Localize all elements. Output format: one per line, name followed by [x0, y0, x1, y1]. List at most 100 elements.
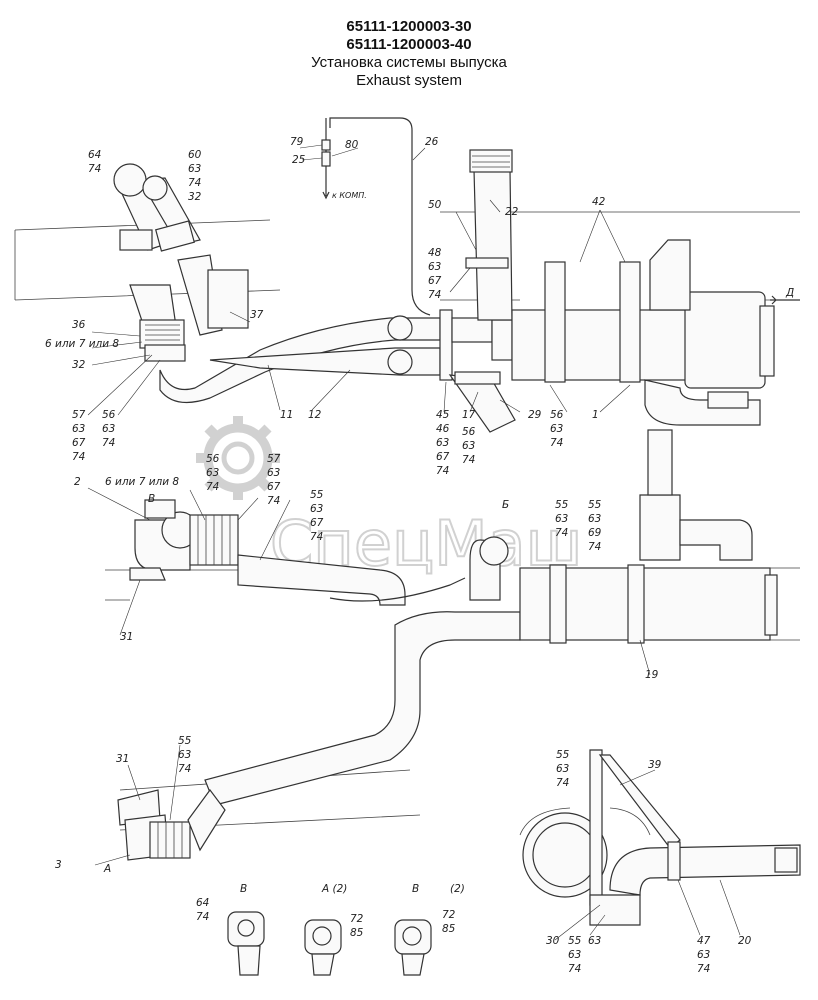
detail-label-v2-count: (2) [450, 883, 465, 895]
callout-56: 56 [550, 409, 564, 421]
callout-22: 22 [505, 206, 519, 218]
callout-46: 46 [436, 423, 450, 435]
callout-55: 55 [178, 735, 192, 747]
detail-label-a2: А (2) [321, 883, 347, 895]
watermark: СпецМаш [196, 416, 583, 581]
callout-74: 74 [555, 527, 568, 539]
callout-74: 74 [428, 289, 441, 301]
callout-63: 63 [178, 749, 191, 761]
callout-25: 25 [292, 154, 306, 166]
callout-74: 74 [72, 451, 85, 463]
callout-2: 2 [74, 476, 81, 488]
callout-74: 74 [697, 963, 710, 975]
view-marker-a: А [103, 863, 111, 875]
callout-55: 55 [588, 499, 602, 511]
callout-64: 64 [196, 897, 209, 909]
callout-74: 74 [102, 437, 115, 449]
lower-elbow [117, 788, 226, 861]
callout-63: 63 [568, 949, 581, 961]
callout-31: 31 [116, 753, 129, 765]
callout-74: 74 [178, 763, 191, 775]
inlet-flanges [439, 309, 516, 433]
title-english: Exhaust system [356, 72, 462, 89]
callout-67: 67 [436, 451, 450, 463]
callout-63: 63 [206, 467, 219, 479]
callout-74: 74 [436, 465, 449, 477]
callout-74: 74 [88, 163, 101, 175]
callout-31: 31 [120, 631, 133, 643]
drawing-header: 65111-1200003-30 65111-1200003-40 Устано… [0, 18, 818, 90]
title-russian: Установка системы выпуска [311, 54, 507, 71]
callout-55: 55 [310, 489, 324, 501]
callout-19: 19 [645, 669, 659, 681]
gear-icon [196, 416, 280, 500]
leader-lines [87, 144, 741, 941]
detail-views [227, 911, 432, 976]
callout-74: 74 [188, 177, 201, 189]
callout-74: 74 [310, 531, 323, 543]
part-number-1: 65111-1200003-30 [346, 18, 472, 35]
callout-63: 63 [555, 513, 568, 525]
callout-69: 69 [588, 527, 602, 539]
callout-37: 37 [250, 309, 264, 321]
side-view [129, 429, 778, 806]
view-marker-b: Б [502, 499, 509, 511]
control-cable [321, 117, 431, 316]
callout-63: 63 [267, 467, 280, 479]
callout-26: 26 [425, 136, 439, 148]
callout-63: 63 [550, 423, 563, 435]
callout-30: 30 [546, 935, 560, 947]
callout-29: 29 [528, 409, 542, 421]
callout-63: 63 [588, 935, 601, 947]
callouts: 79 25 80 26 к КОМП. 64 74 60 63 74 32 50… [45, 136, 794, 975]
callout-74: 74 [568, 963, 581, 975]
tailpipe-22 [465, 149, 513, 321]
callout-64: 64 [88, 149, 101, 161]
callout-74: 74 [206, 481, 219, 493]
callout-63: 63 [188, 163, 201, 175]
callout-56: 56 [206, 453, 220, 465]
rear-view [519, 749, 801, 926]
callout-74: 74 [550, 437, 563, 449]
callout-63: 63 [436, 437, 449, 449]
detail-a2 [304, 919, 342, 976]
callout-32: 32 [72, 359, 86, 371]
callout-74: 74 [267, 495, 280, 507]
muffler-1 [511, 239, 800, 426]
callout-85: 85 [442, 923, 456, 935]
callout-67: 67 [72, 437, 86, 449]
callout-50: 50 [428, 199, 442, 211]
callout-74: 74 [196, 911, 209, 923]
callout-63: 63 [697, 949, 710, 961]
callout-63: 63 [556, 763, 569, 775]
callout-63: 63 [428, 261, 441, 273]
view-arrow-d: Д [785, 287, 794, 299]
callout-56: 56 [462, 426, 476, 438]
callout-45: 45 [436, 409, 450, 421]
callout-80: 80 [345, 139, 359, 151]
callout-74: 74 [462, 454, 475, 466]
callout-74: 74 [556, 777, 569, 789]
callout-57: 57 [267, 453, 281, 465]
callout-47: 47 [697, 935, 711, 947]
callout-17: 17 [462, 409, 476, 421]
callout-79: 79 [290, 136, 304, 148]
callout-74: 74 [588, 541, 601, 553]
turbo-outlet-pipes [113, 163, 249, 362]
callout-20: 20 [738, 935, 752, 947]
callout-85: 85 [350, 927, 364, 939]
detail-label-v2: В [412, 883, 419, 895]
callout-72: 72 [442, 909, 456, 921]
callout-63: 63 [102, 423, 115, 435]
callout-36: 36 [72, 319, 86, 331]
callout-3: 3 [55, 859, 62, 871]
callout-55: 55 [556, 749, 570, 761]
callout-57: 57 [72, 409, 86, 421]
view-marker-v: В [148, 493, 155, 505]
callout-39: 39 [648, 759, 662, 771]
callout-63: 63 [588, 513, 601, 525]
detail-label-v: В [240, 883, 247, 895]
callout-67: 67 [428, 275, 442, 287]
callout-63: 63 [462, 440, 475, 452]
